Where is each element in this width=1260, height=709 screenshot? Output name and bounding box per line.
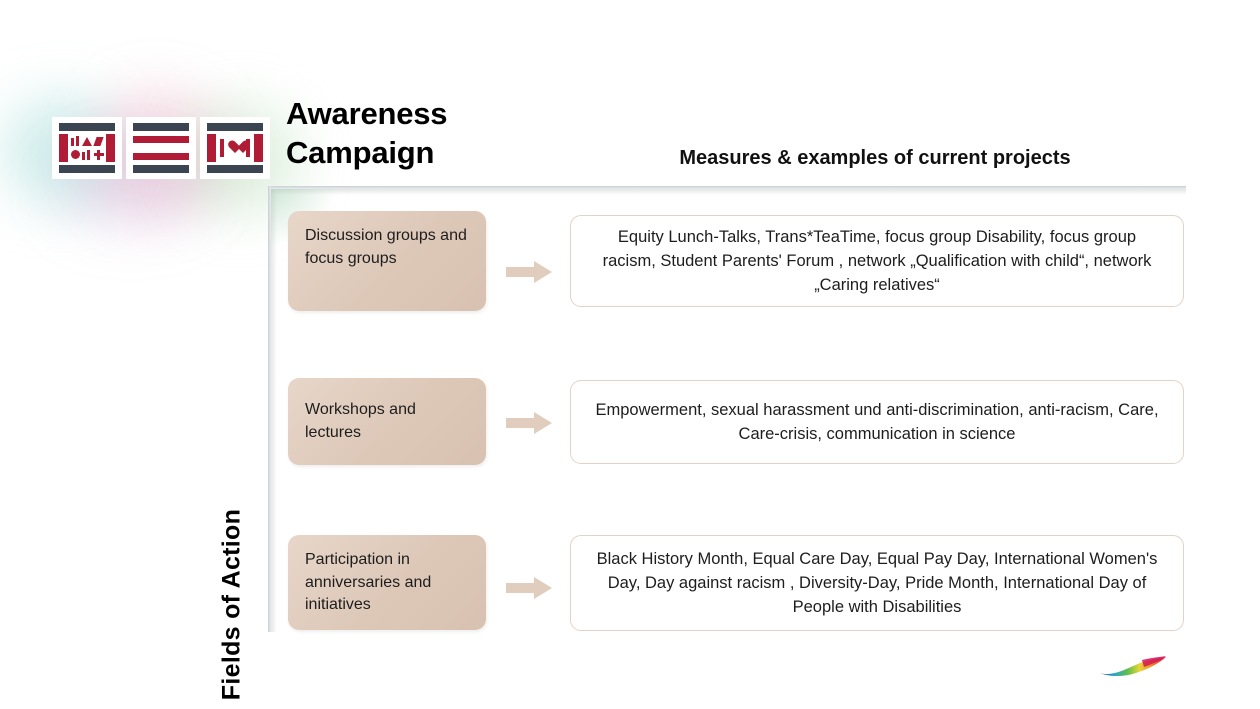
- detail-text: Empowerment, sexual harassment und anti-…: [595, 400, 1159, 443]
- awareness-campaign-logo: [52, 117, 270, 179]
- category-box[interactable]: Workshops and lectures: [288, 378, 486, 465]
- content-row: Discussion groups and focus groups Equit…: [0, 211, 1260, 311]
- detail-box[interactable]: Empowerment, sexual harassment und anti-…: [570, 380, 1184, 464]
- arrow-right-icon: [506, 577, 552, 599]
- arrow-right-icon: [506, 412, 552, 434]
- logo-bar-bottom-icon: [133, 165, 189, 173]
- detail-box[interactable]: Black History Month, Equal Care Day, Equ…: [570, 535, 1184, 631]
- category-box[interactable]: Participation in anniversaries and initi…: [288, 535, 486, 630]
- detail-text: Equity Lunch-Talks, Trans*TeaTime, focus…: [602, 227, 1152, 295]
- logo-bars-symbol-icon: [70, 136, 80, 147]
- logo-bars2-symbol-icon: [82, 149, 91, 160]
- logo-tile-stripes: [126, 117, 196, 179]
- logo-bar-bottom-icon: [59, 165, 115, 173]
- logo-tile-middle: [59, 134, 115, 162]
- logo-tile-middle: [207, 134, 263, 162]
- page-title: Awareness Campaign: [286, 94, 586, 172]
- axis-label-fields-of-action: Fields of Action: [217, 508, 246, 701]
- content-row: Participation in anniversaries and initi…: [0, 535, 1260, 631]
- axis-divider-shadow: [271, 186, 277, 632]
- category-box[interactable]: Discussion groups and focus groups: [288, 211, 486, 311]
- column-heading-measures: Measures & examples of current projects: [679, 147, 1071, 169]
- logo-bar-top-icon: [207, 123, 263, 131]
- logo-vertical-bar-right-icon: [106, 134, 115, 162]
- logo-vertical-bar-left-icon: [207, 134, 216, 162]
- detail-text: Black History Month, Equal Care Day, Equ…: [596, 549, 1158, 617]
- arrow-right-icon: [506, 261, 552, 283]
- logo-tile-symbols: [52, 117, 122, 179]
- content-row: Workshops and lectures Empowerment, sexu…: [0, 378, 1260, 465]
- logo-red-stripe-icon: [133, 136, 189, 143]
- logo-bar-top-icon: [59, 123, 115, 131]
- page-title-line-1: Awareness: [286, 96, 448, 131]
- logo-red-stripe-icon: [133, 153, 189, 160]
- header-divider: [270, 186, 1186, 189]
- logo-thin-bar-left-icon: [219, 139, 224, 157]
- axis-divider: [268, 186, 271, 632]
- logo-bar-bottom-icon: [207, 165, 263, 173]
- header-divider-shadow: [270, 189, 1186, 195]
- heart-icon: [228, 141, 243, 155]
- logo-triangle-symbol-icon: [81, 136, 92, 146]
- logo-stripes-group: [133, 134, 189, 162]
- logo-plus-symbol-icon: [93, 149, 104, 160]
- page-title-line-2: Campaign: [286, 135, 435, 171]
- logo-tile-heart: [200, 117, 270, 179]
- logo-slash-symbol-icon: [93, 136, 104, 146]
- logo-bar-top-icon: [133, 123, 189, 131]
- logo-vertical-bar-left-icon: [59, 134, 68, 162]
- axis-label-container: Fields of Action: [85, 300, 246, 700]
- logo-circle-symbol-icon: [70, 150, 80, 160]
- logo-vertical-bar-right-icon: [254, 134, 263, 162]
- logo-symbol-grid: [68, 134, 106, 162]
- logo-thin-bar-right-icon: [246, 139, 251, 157]
- detail-box[interactable]: Equity Lunch-Talks, Trans*TeaTime, focus…: [570, 215, 1184, 307]
- rainbow-swoosh-logo: [1100, 656, 1166, 676]
